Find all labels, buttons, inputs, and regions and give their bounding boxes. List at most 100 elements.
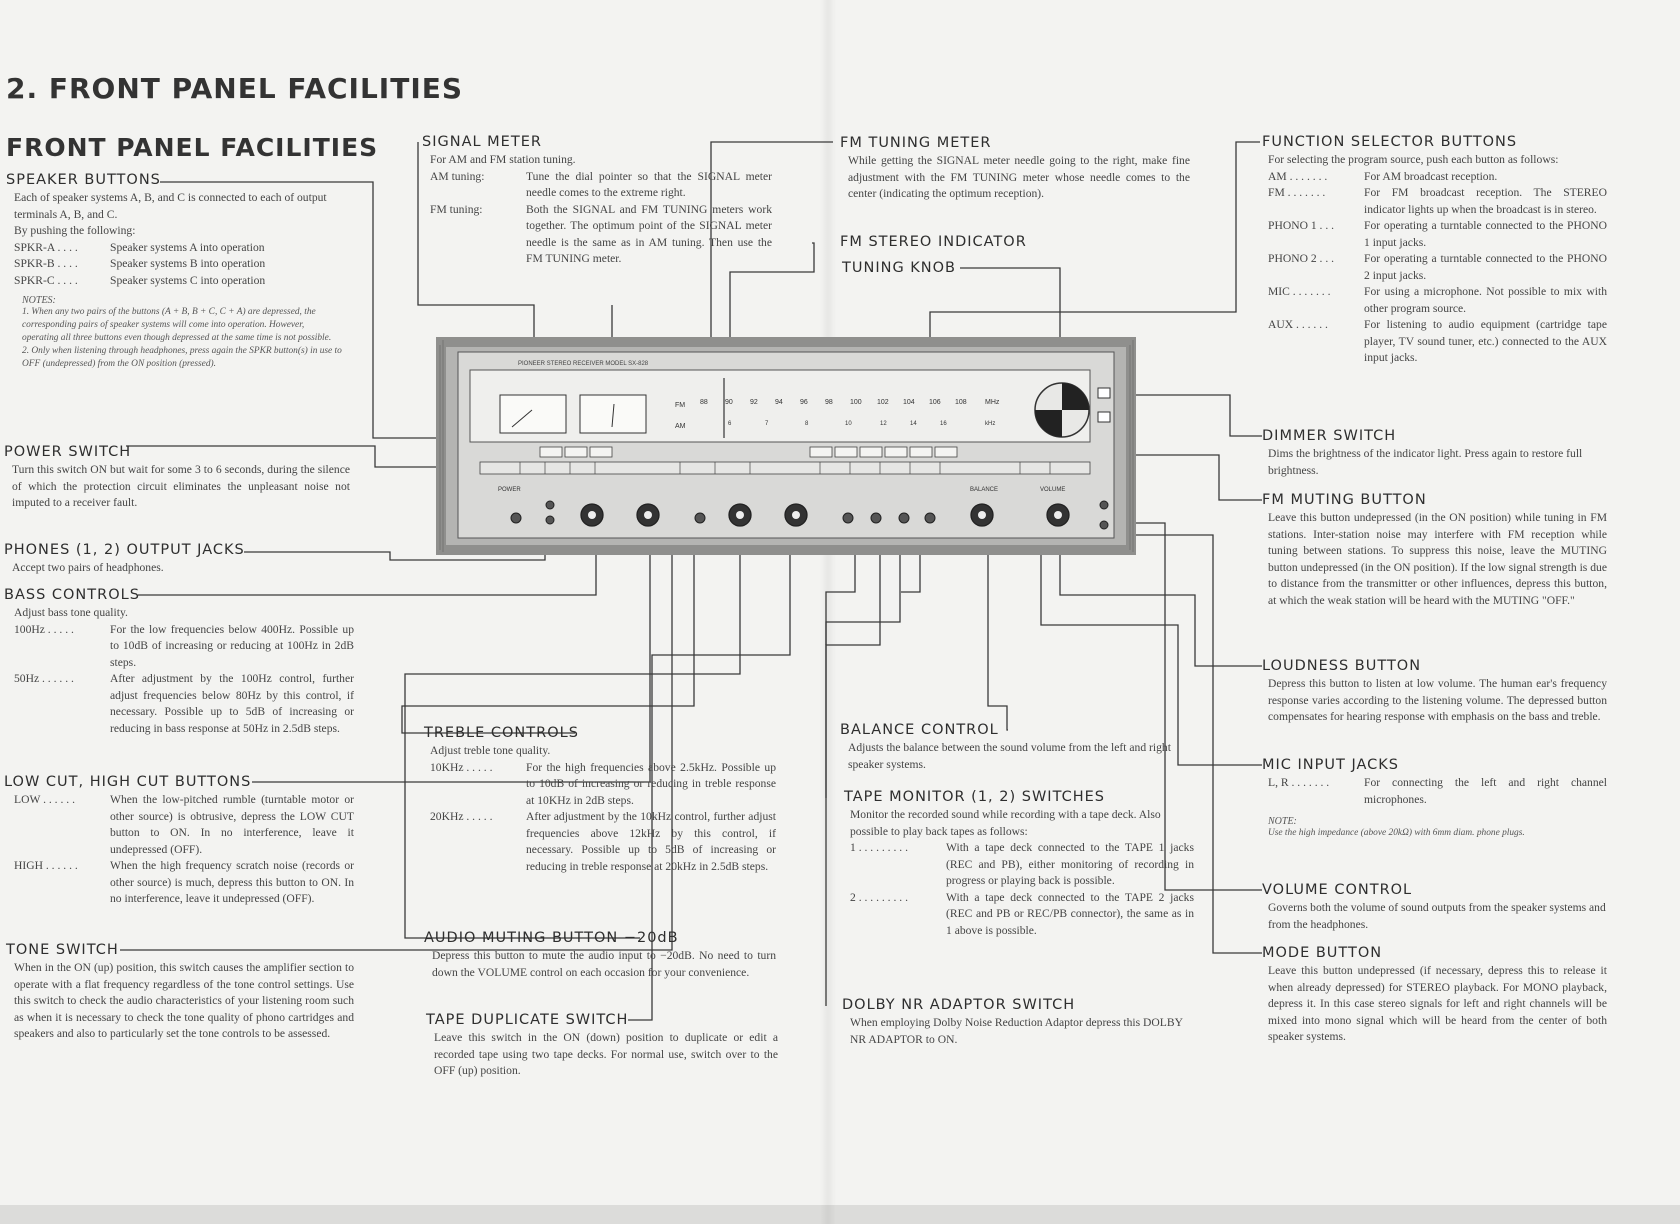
fm-muting-desc: Leave this button undepressed (in the ON… xyxy=(1268,511,1607,607)
list-item: FM tuning:Both the SIGNAL and FM TUNING … xyxy=(430,202,772,266)
svg-text:7: 7 xyxy=(765,421,769,427)
svg-text:92: 92 xyxy=(750,399,758,406)
list-item: 2 . . . . . . . . .With a tape deck conn… xyxy=(850,890,1194,937)
list-item: HIGH . . . . . .When the high frequency … xyxy=(14,859,354,905)
mic-note: Use the high impedance (above 20kΩ) with… xyxy=(1268,828,1525,838)
fm-muting-section: FM MUTING BUTTON Leave this button undep… xyxy=(1262,490,1607,609)
mic-input-heading: MIC INPUT JACKS xyxy=(1262,757,1399,773)
svg-text:94: 94 xyxy=(775,399,783,406)
page-bottom-shade xyxy=(0,1205,1680,1224)
loudness-button-heading: LOUDNESS BUTTON xyxy=(1262,658,1422,674)
signal-meter-desc: For AM and FM station tuning. xyxy=(430,153,576,166)
signal-meter-heading: SIGNAL METER xyxy=(422,134,542,150)
list-item: SPKR-B . . . .Speaker systems B into ope… xyxy=(14,257,266,270)
list-item: 1 . . . . . . . . .With a tape deck conn… xyxy=(850,841,1194,887)
svg-text:100: 100 xyxy=(850,399,862,406)
dolby-nr-section: DOLBY NR ADAPTOR SWITCH When employing D… xyxy=(842,995,1192,1048)
function-selector-desc: For selecting the program source, push e… xyxy=(1268,153,1559,166)
fm-muting-heading: FM MUTING BUTTON xyxy=(1262,492,1427,508)
svg-text:6: 6 xyxy=(728,421,732,427)
dolby-nr-desc: When employing Dolby Noise Reduction Ada… xyxy=(850,1016,1183,1046)
phones-jacks-heading: PHONES (1, 2) OUTPUT JACKS xyxy=(4,542,245,558)
am-scale: 6 7 8 10 12 14 16 kHz xyxy=(728,421,995,427)
tape-duplicate-heading: TAPE DUPLICATE SWITCH xyxy=(426,1012,629,1028)
speaker-buttons-desc: Each of speaker systems A, B, and C is c… xyxy=(14,191,327,221)
dolby-nr-heading: DOLBY NR ADAPTOR SWITCH xyxy=(842,997,1076,1013)
page-gutter xyxy=(820,0,836,1224)
list-item: L, R . . . . . . .For connecting the lef… xyxy=(1268,776,1607,806)
am-band-label: AM xyxy=(675,423,686,430)
audio-muting-section: AUDIO MUTING BUTTON −20dB Depress this b… xyxy=(424,928,776,981)
list-item: FM . . . . . . .For FM broadcast recepti… xyxy=(1268,186,1607,216)
svg-text:8: 8 xyxy=(805,421,809,427)
mic-input-section: MIC INPUT JACKS L, R . . . . . . .For co… xyxy=(1262,755,1607,840)
list-item: 50Hz . . . . . .After adjustment by the … xyxy=(14,672,354,735)
bass-controls-heading: BASS CONTROLS xyxy=(4,587,140,603)
dimmer-switch-desc: Dims the brightness of the indicator lig… xyxy=(1268,447,1583,477)
treble-controls-section: TREBLE CONTROLS Adjust treble tone quali… xyxy=(424,723,776,875)
mode-button-heading: MODE BUTTON xyxy=(1262,945,1383,961)
svg-text:102: 102 xyxy=(877,399,889,406)
signal-meter-section: SIGNAL METER For AM and FM station tunin… xyxy=(422,132,772,268)
lowcut-highcut-heading: LOW CUT, HIGH CUT BUTTONS xyxy=(4,774,252,790)
tape-monitor-desc: Monitor the recorded sound while recordi… xyxy=(850,808,1161,838)
svg-text:14: 14 xyxy=(910,421,917,427)
speaker-buttons-desc2: By pushing the following: xyxy=(14,224,136,237)
svg-text:106: 106 xyxy=(929,399,941,406)
balance-control-heading: BALANCE CONTROL xyxy=(840,722,999,738)
list-item: AUX . . . . . .For listening to audio eq… xyxy=(1268,318,1607,364)
svg-text:90: 90 xyxy=(725,399,733,406)
bass-controls-section: BASS CONTROLS Adjust bass tone quality. … xyxy=(4,585,354,737)
lowcut-highcut-section: LOW CUT, HIGH CUT BUTTONS LOW . . . . . … xyxy=(4,772,354,908)
volume-control-heading: VOLUME CONTROL xyxy=(1262,882,1413,898)
list-item: PHONO 2 . . .For operating a turntable c… xyxy=(1268,252,1607,282)
mode-button-desc: Leave this button undepressed (if necess… xyxy=(1268,964,1607,1043)
note-item: 2. Only when listening through headphone… xyxy=(22,346,342,369)
tone-switch-desc: When in the ON (up) position, this switc… xyxy=(14,961,354,1040)
tuning-knob-heading: TUNING KNOB xyxy=(842,260,957,276)
notes-label: NOTES: xyxy=(22,295,56,306)
svg-text:MHz: MHz xyxy=(985,399,1000,406)
fm-stereo-indicator-section: FM STEREO INDICATOR xyxy=(840,232,1027,252)
fm-tuning-meter-section: FM TUNING METER While getting the SIGNAL… xyxy=(840,133,1190,203)
list-item: AM . . . . . . .For AM broadcast recepti… xyxy=(1268,169,1498,183)
list-item: SPKR-A . . . .Speaker systems A into ope… xyxy=(14,240,265,254)
function-selector-section: FUNCTION SELECTOR BUTTONS For selecting … xyxy=(1262,132,1607,367)
treble-controls-desc: Adjust treble tone quality. xyxy=(430,744,551,757)
svg-text:98: 98 xyxy=(825,399,833,406)
list-item: AM tuning:Tune the dial pointer so that … xyxy=(430,169,772,200)
list-item: SPKR-C . . . .Speaker systems C into ope… xyxy=(14,273,266,287)
list-item: 100Hz . . . . .For the low frequencies b… xyxy=(14,622,354,669)
power-switch-heading: POWER SWITCH xyxy=(4,444,132,460)
fm-band-label: FM xyxy=(675,402,685,409)
tape-monitor-section: TAPE MONITOR (1, 2) SWITCHES Monitor the… xyxy=(844,787,1194,939)
dimmer-switch-heading: DIMMER SWITCH xyxy=(1262,428,1397,444)
loudness-button-desc: Depress this button to listen at low vol… xyxy=(1268,677,1607,723)
tone-switch-section: TONE SWITCH When in the ON (up) position… xyxy=(6,940,354,1043)
section-title: FRONT PANEL FACILITIES xyxy=(6,133,379,162)
tape-monitor-heading: TAPE MONITOR (1, 2) SWITCHES xyxy=(844,789,1105,805)
volume-control-desc: Governs both the volume of sound outputs… xyxy=(1268,901,1606,931)
power-switch-desc: Turn this switch ON but wait for some 3 … xyxy=(12,463,350,509)
dimmer-switch-section: DIMMER SWITCH Dims the brightness of the… xyxy=(1262,426,1607,479)
tape-duplicate-section: TAPE DUPLICATE SWITCH Leave this switch … xyxy=(426,1010,778,1080)
speaker-buttons-section: SPEAKER BUTTONS Each of speaker systems … xyxy=(6,170,350,371)
svg-text:16: 16 xyxy=(940,421,947,427)
balance-panel-label: BALANCE xyxy=(970,487,998,493)
list-item: MIC . . . . . . .For using a microphone.… xyxy=(1268,285,1607,315)
treble-controls-heading: TREBLE CONTROLS xyxy=(424,725,579,741)
function-selector-heading: FUNCTION SELECTOR BUTTONS xyxy=(1262,134,1518,150)
list-item: 20KHz . . . . .After adjustment by the 1… xyxy=(430,810,776,873)
balance-control-section: BALANCE CONTROL Adjusts the balance betw… xyxy=(840,720,1190,773)
list-item: 10KHz . . . . .For the high frequencies … xyxy=(430,760,776,807)
svg-text:96: 96 xyxy=(800,399,808,406)
fm-stereo-indicator-heading: FM STEREO INDICATOR xyxy=(840,234,1027,250)
loudness-button-section: LOUDNESS BUTTON Depress this button to l… xyxy=(1262,656,1607,726)
mode-button-section: MODE BUTTON Leave this button undepresse… xyxy=(1262,943,1607,1046)
svg-text:12: 12 xyxy=(880,421,887,427)
svg-text:88: 88 xyxy=(700,399,708,406)
power-panel-label: POWER xyxy=(498,487,521,493)
note-item: 1. When any two pairs of the buttons (A … xyxy=(22,307,332,343)
audio-muting-heading: AUDIO MUTING BUTTON −20dB xyxy=(424,930,679,946)
